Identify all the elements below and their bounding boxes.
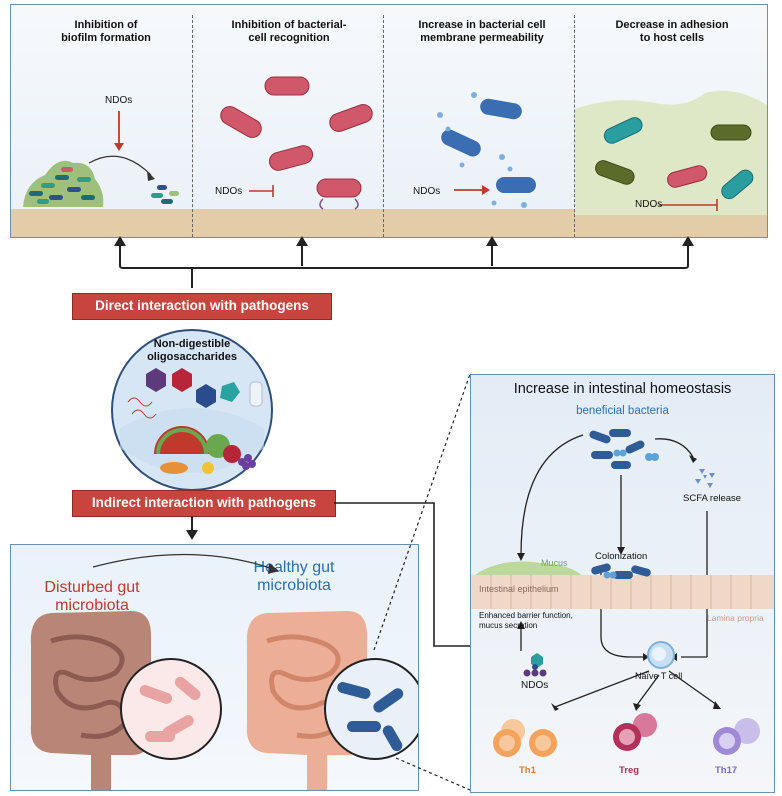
homeostasis-diagram — [471, 429, 774, 757]
indirect-interaction-label: Indirect interaction with pathogens — [72, 490, 336, 517]
section-divider — [383, 15, 384, 237]
beneficial-label: beneficial bacteria — [576, 405, 669, 417]
direct-interaction-label: Direct interaction with pathogens — [72, 293, 332, 320]
treg-label: Treg — [619, 765, 640, 776]
section-title-recognition: Inhibition of bacterial- cell recognitio… — [231, 19, 347, 44]
section-divider — [192, 15, 193, 237]
homeostasis-title: Increase in intestinal homeostasis — [513, 381, 732, 397]
top-panel: Inhibition of biofilm formation Inhibiti… — [10, 4, 768, 238]
direct-connector-arrows — [114, 236, 694, 288]
disturbed-label: Disturbed gut microbiota — [44, 579, 140, 614]
ndo-circle-title: Non-digestible oligosaccharides — [147, 338, 237, 363]
ndos-label: NDOs — [413, 186, 441, 197]
healthy-label: Healthy gut microbiota — [253, 559, 335, 594]
th1-label: Th1 — [519, 765, 536, 776]
section-title-biofilm: Inhibition of biofilm formation — [61, 19, 151, 44]
barrier-label: Enhanced barrier function, mucus secreti… — [479, 611, 573, 630]
section-title-permeability: Increase in bacterial cell membrane perm… — [418, 19, 546, 44]
ndos-label: NDOs — [521, 680, 549, 691]
ndos-label: NDOs — [635, 199, 663, 210]
colonization-label: Colonization — [595, 551, 648, 562]
adhesion-bacteria — [595, 117, 754, 211]
ndos-label: NDOs — [105, 95, 133, 106]
ndos-label: NDOs — [215, 186, 243, 197]
gut-illustrations — [30, 553, 418, 790]
scfa-label: SCFA release — [683, 493, 742, 504]
biofilm-illustration — [23, 111, 179, 207]
section-title-adhesion: Decrease in adhesion to host cells — [615, 19, 729, 44]
naive-t-cell-label: Naïve T cell — [635, 671, 683, 681]
lamina-label: Lamina propria — [707, 613, 764, 623]
th17-label: Th17 — [715, 765, 738, 776]
permeable-bacteria — [437, 92, 536, 208]
homeostasis-panel: Increase in intestinal homeostasis benef… — [470, 374, 775, 793]
section-divider — [574, 15, 575, 237]
pathogen-bacteria — [220, 76, 373, 210]
ndo-circle — [111, 329, 273, 491]
gut-panel: Disturbed gut microbiota Healthy gut mic… — [10, 544, 419, 791]
mucus-label: Mucus — [541, 558, 568, 568]
indirect-down-arrow — [186, 516, 198, 540]
epithelium-label: Intestinal epithelium — [479, 584, 559, 594]
